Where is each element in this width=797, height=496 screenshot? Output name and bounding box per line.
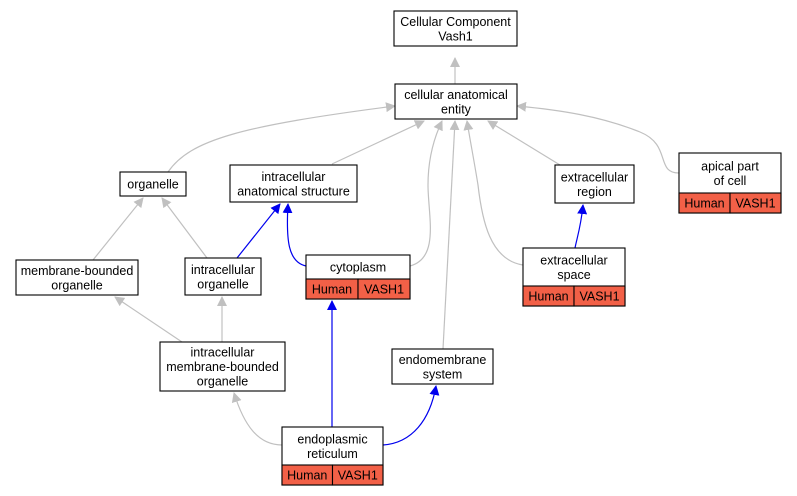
node-organelle[interactable]: organelle [119,171,187,197]
edge-extracellular-space-to-region [574,204,588,249]
node-label-line: extracellular [561,170,628,184]
edge-endomembrane-to-cae [442,120,460,350]
node-label-line: Vash1 [438,29,473,43]
badge-gene: VASH1 [579,290,619,304]
node-label-line: intracellular [191,263,255,277]
node-box [119,171,187,197]
node-label-line: space [557,268,590,282]
node-label-line: membrane-bounded [21,264,134,278]
node-label-line: entity [441,102,472,116]
edge-er-to-endomembrane [382,385,440,446]
node-label-line: Cellular Component [400,15,511,29]
node-box [393,10,518,47]
badge-species: Human [312,283,352,297]
edge-io-to-organelle [161,197,208,259]
node-label-line: endoplasmic [297,432,367,446]
node-label-line: intracellular [262,170,326,184]
node-label-line: organelle [127,178,178,192]
edge-io-to-ias [236,203,281,259]
annotation-badge [573,285,626,307]
node-label-line: organelle [51,278,102,292]
edge-extracellular-space-to-cae [463,120,524,266]
node-box [229,164,358,203]
node-label-line: intracellular [191,346,255,360]
node-label-line: organelle [197,375,248,389]
annotation-badge [357,278,411,300]
edge-er-to-imbo [231,392,283,446]
edge-cytoplasm-to-cae [409,120,443,267]
edge-ias-to-cae [331,120,425,165]
node-label-line: system [423,367,463,381]
badge-species: Human [684,197,724,211]
node-label-line: cellular anatomical [404,88,508,102]
edges [92,57,680,446]
badge-species: Human [528,290,568,304]
node-label-line: reticulum [307,447,358,461]
node-box [15,259,139,296]
node-label-line: region [577,185,612,199]
node-box [391,348,494,385]
node-box [394,83,518,120]
node-box [159,341,286,392]
node-label-line: apical part [701,159,759,173]
badge-gene: VASH1 [338,469,378,483]
node-label-line: cytoplasm [330,261,386,275]
edge-cytoplasm-to-ias [282,203,307,267]
annotation-badge [729,192,782,214]
edge-imbo-to-mbo [114,296,183,343]
node-label-line: of cell [714,174,747,188]
node-box [184,257,262,296]
node-label-line: anatomical structure [237,184,350,198]
edge-mbo-to-organelle [92,197,144,261]
edge-organelle-to-cae [167,102,396,173]
edge-apical-to-cae [516,101,680,174]
node-label-line: organelle [197,277,248,291]
badge-gene: VASH1 [735,197,775,211]
annotation-badge [331,464,384,486]
badge-gene: VASH1 [364,283,404,297]
node-box [554,164,635,204]
node-label-line: membrane-bounded [166,360,279,374]
node-label-line: extracellular [540,253,607,267]
badge-species: Human [287,469,327,483]
edge-extracellular-region-to-cae [487,120,561,166]
node-label-line: endomembrane [399,353,487,367]
